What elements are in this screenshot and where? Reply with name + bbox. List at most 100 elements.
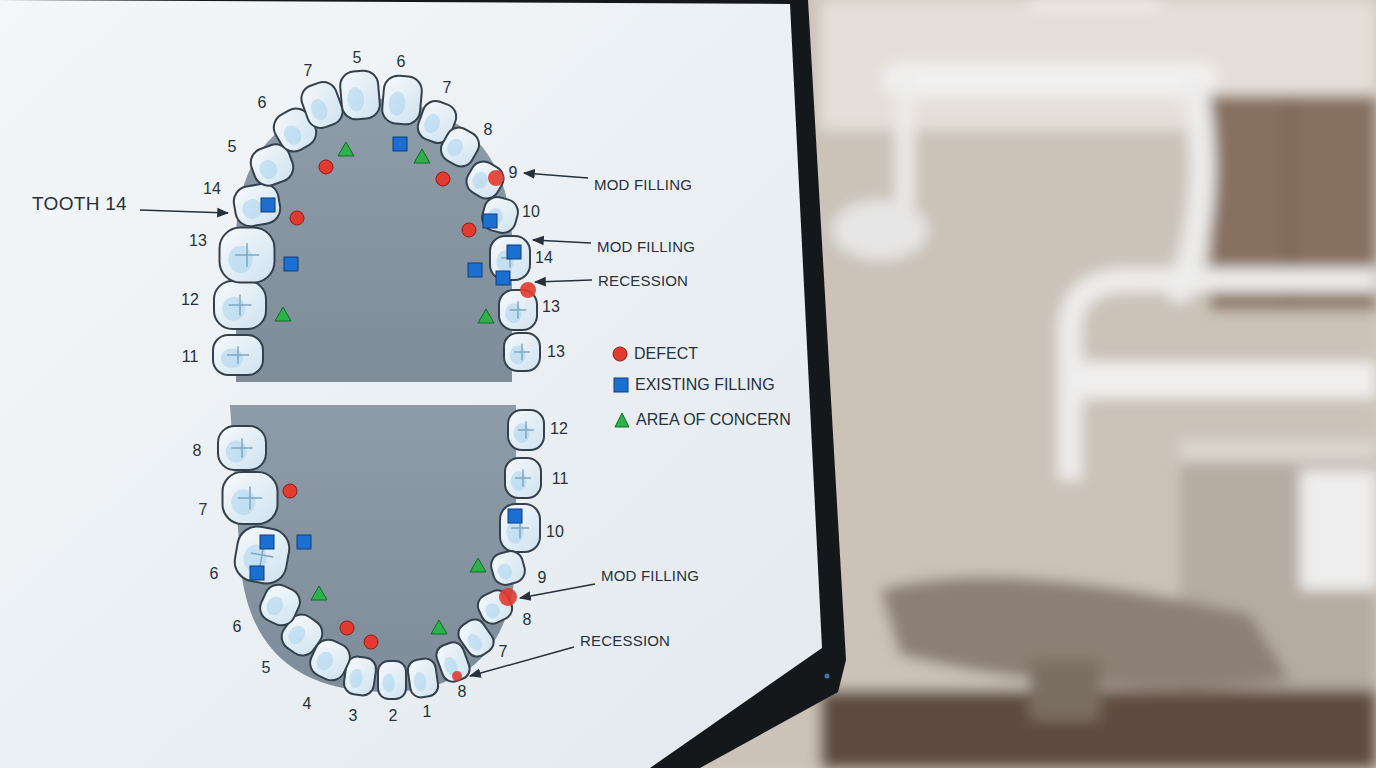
tooth-outline — [213, 335, 263, 375]
tooth-outline — [220, 228, 275, 283]
tooth-number: 6 — [397, 54, 406, 70]
tooth-shading — [483, 601, 502, 621]
leader-arrow — [470, 647, 574, 676]
lamp-arm — [896, 85, 914, 200]
tooth-number: 7 — [199, 502, 208, 518]
tooth-number: 14 — [203, 181, 221, 197]
leader-arrow — [533, 240, 591, 243]
tooth-outline — [500, 504, 540, 552]
tooth-number: 2 — [389, 708, 398, 724]
tooth-outline — [214, 281, 266, 329]
tooth-shape — [504, 333, 540, 371]
chair-base — [1030, 660, 1100, 720]
tooth-number: 3 — [349, 708, 358, 724]
tooth-fissure — [235, 243, 259, 267]
tooth-shape — [218, 426, 266, 470]
tooth-shading — [228, 246, 252, 274]
tooth-fissure — [227, 346, 249, 364]
lamp-head — [832, 200, 928, 260]
tooth-number: 13 — [542, 299, 560, 315]
defect-marker — [499, 588, 517, 606]
swatch-triangle — [615, 413, 629, 427]
tooth-shading — [308, 97, 330, 123]
tooth-number: 10 — [522, 204, 540, 220]
defect-marker — [364, 635, 378, 649]
tooth-outline — [223, 472, 278, 524]
monitor-screen — [0, 0, 822, 768]
tooth-shape — [223, 472, 278, 524]
tooth-outline — [218, 426, 266, 470]
legend-entry: DEFECT — [612, 346, 698, 362]
tooth-fissure — [229, 294, 252, 315]
tooth-outline — [232, 523, 293, 586]
tooth-outline — [298, 78, 347, 132]
tooth-outline — [479, 194, 521, 236]
lamp-arm — [1180, 90, 1202, 290]
tooth-shading — [348, 668, 364, 689]
tooth-number: 13 — [547, 344, 565, 360]
concern-marker — [478, 309, 494, 323]
filling-marker — [483, 214, 497, 228]
filling-marker — [297, 535, 311, 549]
tooth-shape — [508, 410, 544, 450]
tooth-number: 4 — [303, 696, 312, 712]
filling-marker — [261, 198, 275, 212]
tooth-outline — [231, 181, 282, 228]
defect-marker — [340, 621, 354, 635]
tooth-shape — [462, 157, 508, 203]
tooth-number: 8 — [484, 122, 493, 138]
defect-marker — [283, 484, 297, 498]
leader-arrow — [140, 210, 228, 213]
tooth-outline — [462, 157, 508, 203]
defect-marker — [462, 223, 476, 237]
monitor-bezel — [0, 0, 846, 768]
legend-text: EXISTING FILLING — [635, 377, 775, 393]
filling-marker — [260, 535, 274, 549]
leader-arrow — [535, 280, 592, 282]
tooth-fissure — [514, 344, 530, 361]
defect-marker — [290, 211, 304, 225]
legend-entry: EXISTING FILLING — [613, 377, 775, 393]
legend-entry: AREA OF CONCERN — [614, 412, 791, 428]
tooth-shape — [214, 281, 266, 329]
filling-marker — [393, 137, 407, 151]
callout-label: RECESSION — [598, 273, 688, 288]
lower-arch-floor — [230, 405, 516, 692]
tooth-number: 8 — [458, 684, 467, 700]
tooth-outline — [378, 661, 406, 699]
concern-marker — [275, 307, 291, 321]
defect-marker — [520, 282, 536, 298]
tooth-number: 11 — [552, 471, 569, 487]
tooth-number: 6 — [258, 95, 267, 111]
instrument-unit — [1300, 470, 1376, 590]
instrument-arm — [1080, 362, 1376, 398]
tooth-shading — [496, 562, 514, 581]
tooth-shading — [505, 303, 522, 323]
tooth-number: 9 — [509, 165, 518, 181]
concern-marker — [311, 586, 327, 600]
defect-marker — [452, 671, 462, 681]
tooth-number: 5 — [262, 660, 271, 676]
lamp-arm — [900, 63, 1200, 97]
swatch-square — [614, 378, 628, 392]
tooth-shading — [388, 91, 407, 116]
tooth-shading — [221, 348, 243, 368]
tooth-number: 8 — [193, 443, 202, 459]
defect-marker — [319, 160, 333, 174]
tooth-fissure — [238, 487, 262, 510]
tooth-outline — [488, 548, 527, 587]
tooth-number: 5 — [353, 50, 362, 66]
legend-text: DEFECT — [634, 346, 698, 362]
instrument-arm — [1070, 280, 1376, 480]
filling-marker — [496, 271, 510, 285]
tooth-outline — [508, 410, 544, 450]
concern-marker — [414, 149, 430, 163]
defect-marker — [436, 172, 450, 186]
tooth-shading — [382, 674, 394, 693]
tooth-shape — [479, 194, 521, 236]
tooth-number: 7 — [499, 644, 508, 660]
tooth-shape — [500, 504, 540, 552]
tooth-shape — [505, 458, 541, 498]
tooth-number: 8 — [523, 612, 532, 628]
